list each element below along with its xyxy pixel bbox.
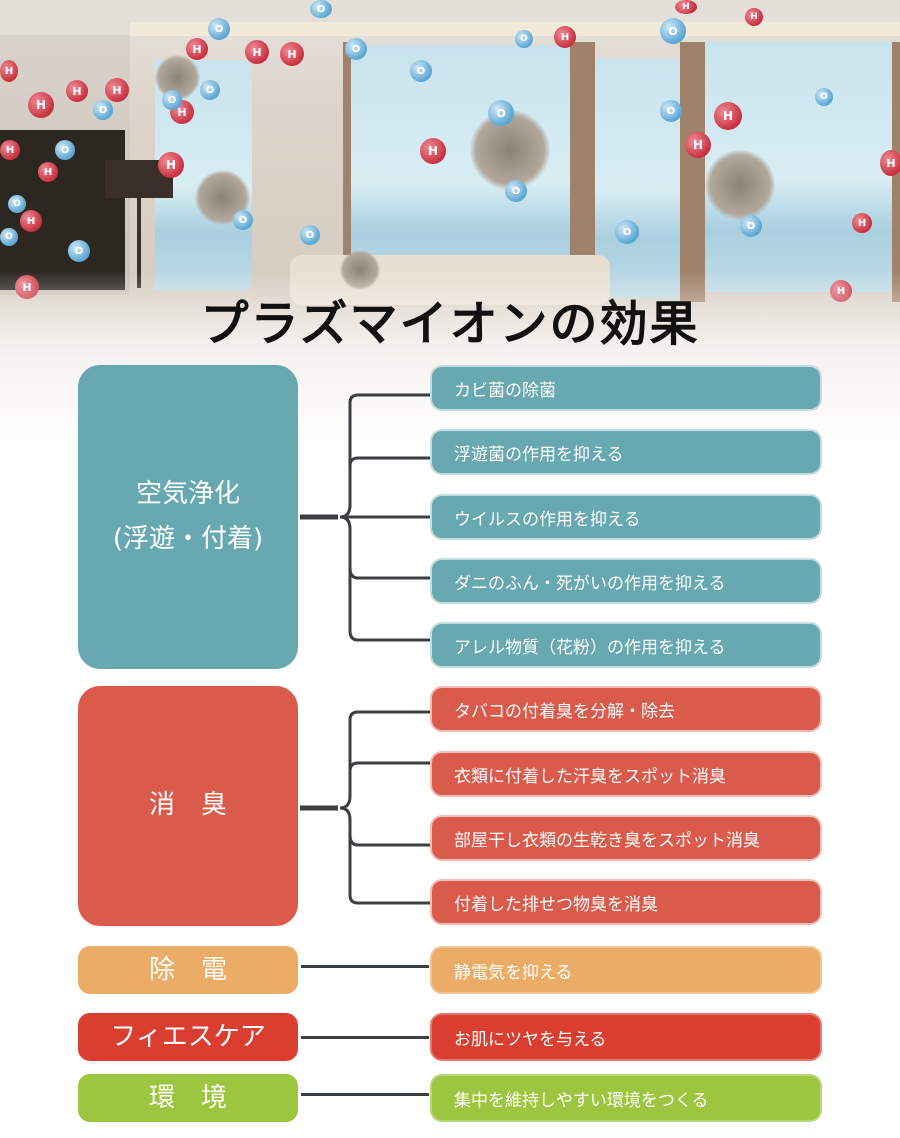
effect-item: アレル物質（花粉）の作用を抑える <box>430 622 822 668</box>
oxygen-ion-icon: O <box>410 60 432 82</box>
category-sublabel: (浮遊・付着) <box>112 524 264 554</box>
hydrogen-ion-icon: H <box>28 92 54 118</box>
oxygen-ion-icon: O <box>68 240 90 262</box>
oxygen-ion-icon: O <box>55 140 75 160</box>
effect-label: ダニのふん・死がいの作用を抑える <box>454 573 726 594</box>
oxygen-ion-icon: O <box>233 210 253 230</box>
hydrogen-ion-icon: H <box>158 152 184 178</box>
effect-label: お肌にツヤを与える <box>454 1029 607 1050</box>
effect-label: タバコの付着臭を分解・除去 <box>454 701 675 722</box>
oxygen-ion-icon: O <box>488 100 514 126</box>
connector-line <box>301 965 429 968</box>
effect-label: 浮遊菌の作用を抑える <box>454 444 624 465</box>
category-label: 空気浄化 <box>135 478 240 509</box>
page-title: プラズマイオンの効果 <box>200 296 700 352</box>
effect-item: 付着した排せつ物臭を消臭 <box>430 879 822 925</box>
hydrogen-ion-icon: H <box>38 162 58 182</box>
hydrogen-ion-icon: H <box>66 80 88 102</box>
category-label: 環 境 <box>148 1083 227 1113</box>
lamp-stand <box>137 198 141 288</box>
oxygen-ion-icon: O <box>815 88 833 106</box>
bracket-connector-air <box>300 393 430 642</box>
oxygen-ion-icon: O <box>200 80 220 100</box>
hydrogen-ion-icon: H <box>186 38 208 60</box>
effect-item: お肌にツヤを与える <box>430 1013 822 1061</box>
hydrogen-ion-icon: H <box>685 132 711 158</box>
hydrogen-ion-icon: H <box>554 26 576 48</box>
hydrogen-ion-icon: H <box>714 102 742 130</box>
ceiling-beam <box>130 22 900 36</box>
hydrogen-ion-icon: H <box>0 140 20 160</box>
effect-label: ウイルスの作用を抑える <box>454 509 641 530</box>
effect-item: 静電気を抑える <box>430 946 822 994</box>
effect-item: 衣類に付着した汗臭をスポット消臭 <box>430 751 822 797</box>
effect-label: カビ菌の除菌 <box>454 380 556 401</box>
window <box>350 45 590 295</box>
category-label: フィエスケア <box>110 1022 266 1052</box>
effect-item: タバコの付着臭を分解・除去 <box>430 686 822 732</box>
effect-item: 浮遊菌の作用を抑える <box>430 429 822 475</box>
effect-label: 部屋干し衣類の生乾き臭をスポット消臭 <box>454 830 760 851</box>
hydrogen-ion-icon: H <box>0 60 18 82</box>
window-frame <box>343 42 351 302</box>
oxygen-ion-icon: O <box>162 90 182 110</box>
oxygen-ion-icon: O <box>615 220 639 244</box>
hydrogen-ion-icon: H <box>245 40 269 64</box>
category-skincare: フィエスケア <box>78 1013 298 1061</box>
oxygen-ion-icon: O <box>0 228 18 246</box>
effect-label: アレル物質（花粉）の作用を抑える <box>454 637 726 658</box>
effect-label: 集中を維持しやすい環境をつくる <box>454 1090 709 1111</box>
hydrogen-ion-icon: H <box>880 150 900 176</box>
oxygen-ion-icon: O <box>208 18 230 40</box>
category-deodorize: 消 臭 <box>78 686 298 926</box>
effect-item: ウイルスの作用を抑える <box>430 494 822 540</box>
hydrogen-ion-icon: H <box>20 210 42 232</box>
window <box>595 58 695 298</box>
oxygen-ion-icon: O <box>505 180 527 202</box>
virus-icon <box>705 150 775 220</box>
virus-icon <box>470 110 550 190</box>
oxygen-ion-icon: O <box>93 100 113 120</box>
oxygen-ion-icon: O <box>660 100 682 122</box>
category-label: 除 電 <box>148 955 227 985</box>
effect-label: 衣類に付着した汗臭をスポット消臭 <box>454 766 726 787</box>
bracket-connector-deodorize <box>300 710 430 905</box>
hydrogen-ion-icon: H <box>280 42 304 66</box>
oxygen-ion-icon: O <box>345 38 367 60</box>
hydrogen-ion-icon: H <box>105 78 129 102</box>
effect-item: カビ菌の除菌 <box>430 365 822 411</box>
category-air-purification: 空気浄化 (浮遊・付着) <box>78 365 298 669</box>
oxygen-ion-icon: O <box>300 225 320 245</box>
hydrogen-ion-icon: H <box>852 213 872 233</box>
oxygen-ion-icon: O <box>660 18 686 44</box>
hydrogen-ion-icon: H <box>745 8 763 26</box>
effect-label: 付着した排せつ物臭を消臭 <box>454 894 658 915</box>
category-static-removal: 除 電 <box>78 946 298 994</box>
effect-label: 静電気を抑える <box>454 962 573 983</box>
category-label: 消 臭 <box>148 790 227 821</box>
category-environment: 環 境 <box>78 1074 298 1122</box>
effect-item: ダニのふん・死がいの作用を抑える <box>430 558 822 604</box>
oxygen-ion-icon: O <box>8 195 26 213</box>
hydrogen-ion-icon: H <box>170 100 194 124</box>
oxygen-ion-icon: O <box>515 30 533 48</box>
hydrogen-ion-icon: H <box>675 0 697 14</box>
effect-item: 部屋干し衣類の生乾き臭をスポット消臭 <box>430 815 822 861</box>
oxygen-ion-icon: O <box>740 215 762 237</box>
window-frame <box>680 42 705 302</box>
connector-line <box>301 1093 429 1096</box>
effect-item: 集中を維持しやすい環境をつくる <box>430 1074 822 1122</box>
oxygen-ion-icon: O <box>310 0 332 18</box>
hydrogen-ion-icon: H <box>420 138 446 164</box>
connector-line <box>301 1036 429 1039</box>
